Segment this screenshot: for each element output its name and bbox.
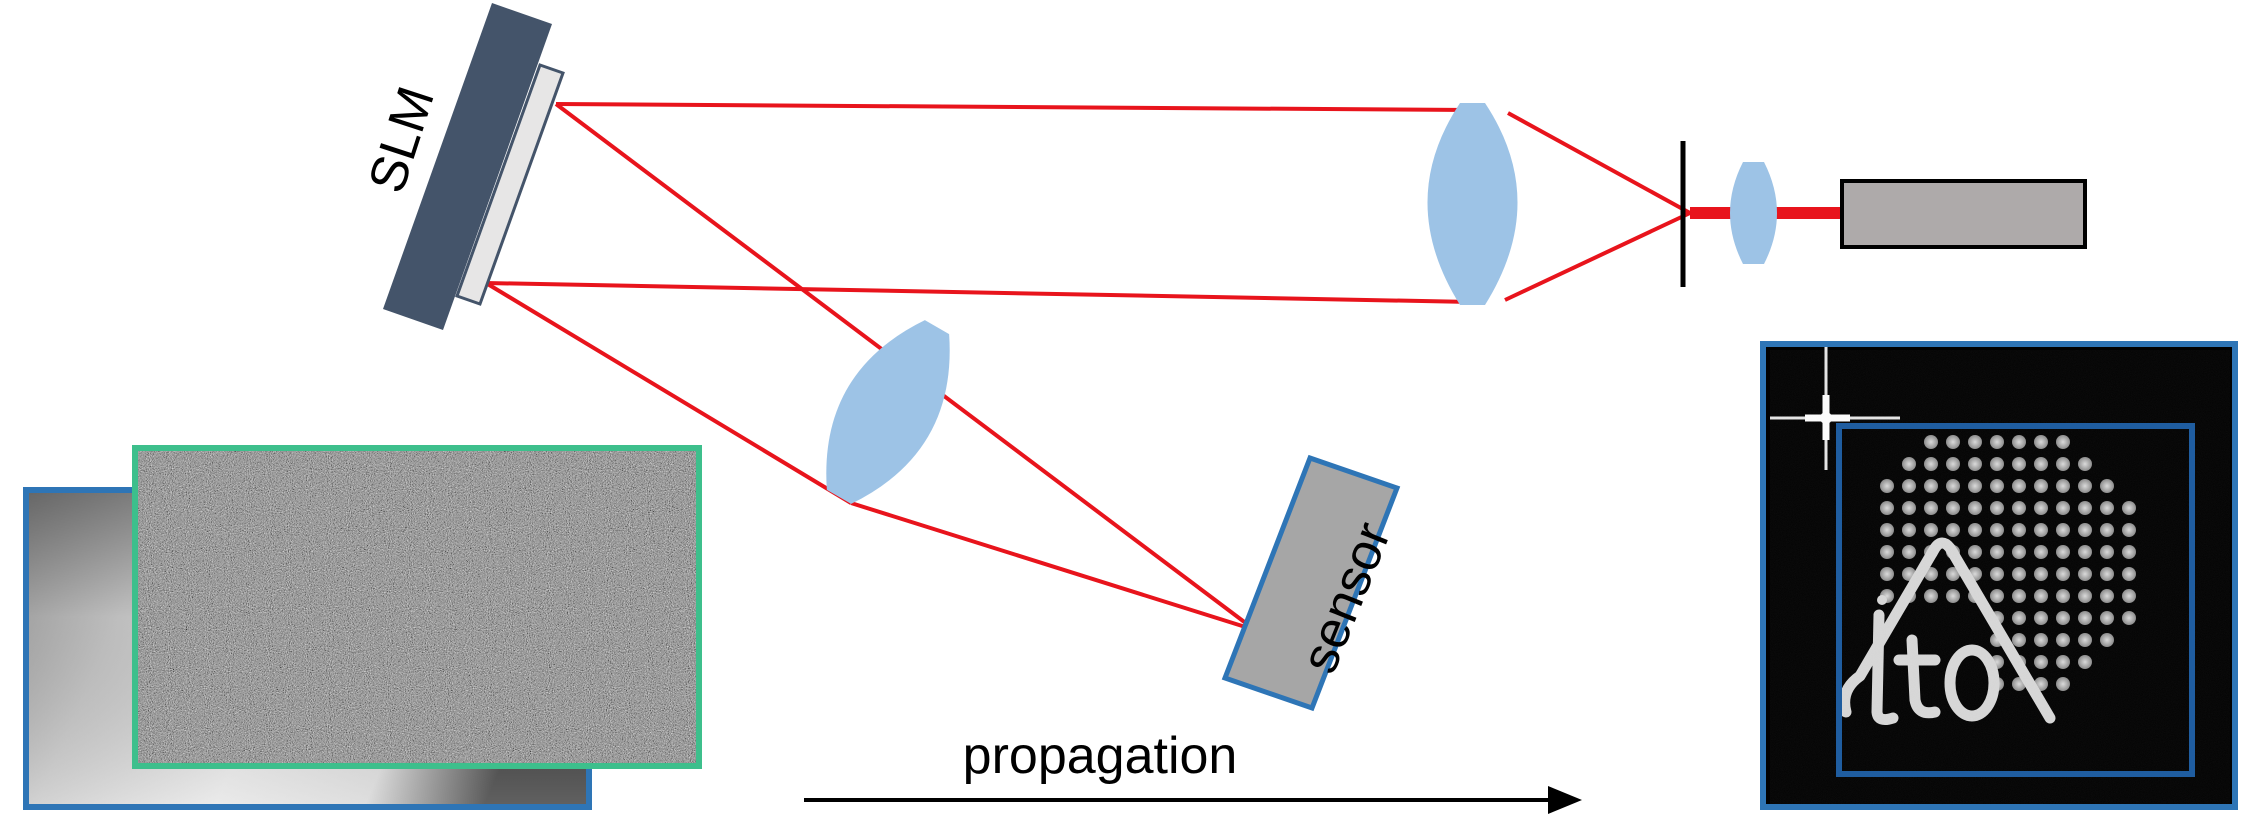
slm-body: [383, 3, 552, 330]
beam-collimated-bottom: [485, 281, 1473, 304]
arrowhead: [1548, 786, 1582, 814]
beam-reflect-bottom: [484, 281, 853, 505]
hologram-phase-panel: [132, 445, 702, 769]
beam-collimated-top: [555, 102, 1471, 112]
target-crop-frame: [1836, 423, 2195, 777]
focusing-lens-icon: [1730, 162, 1777, 264]
sensor-icon: [1221, 454, 1401, 712]
slm-active-face: [455, 63, 565, 306]
relay-lens-icon: [826, 320, 950, 504]
laser-source-icon: [1840, 179, 2087, 249]
beam-diverge-top: [1507, 111, 1691, 215]
collimating-lens-icon: [1427, 103, 1518, 305]
propagation-label: propagation: [963, 727, 1238, 785]
beam-diverge-bottom: [1504, 211, 1691, 302]
slm-device-icon: [383, 3, 565, 330]
target-image-panel: [1760, 341, 2238, 810]
beam-lens-to-sensor: [850, 501, 1256, 632]
